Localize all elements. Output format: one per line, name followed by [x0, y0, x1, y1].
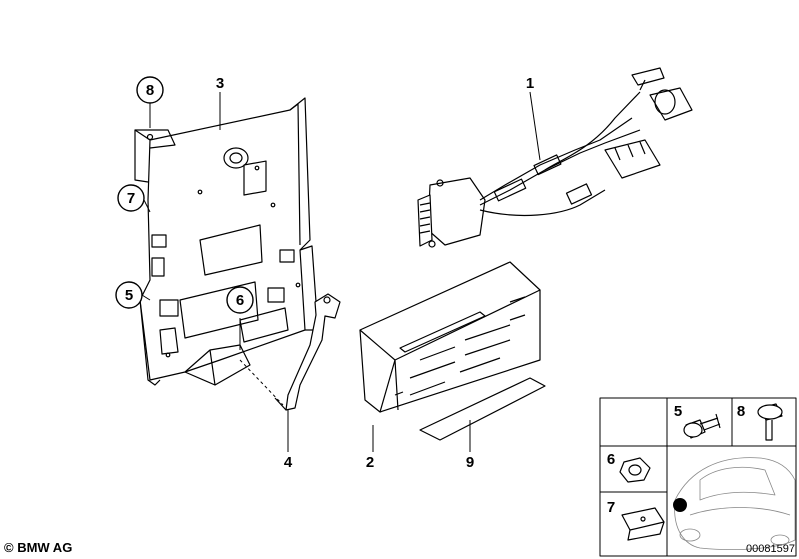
callout-3: 3: [216, 75, 224, 92]
mounting-bracket: [134, 97, 319, 386]
callout-circle-5: [115, 281, 143, 309]
callout-8: 8: [146, 82, 154, 99]
inset-label-bolt: 8: [737, 403, 745, 420]
screw-icon: [683, 413, 721, 439]
callout-circle-7: [117, 184, 145, 212]
leader-lines: [141, 91, 541, 452]
callout-1: 1: [526, 75, 534, 92]
callout-9: 9: [466, 454, 474, 471]
callout-6: 6: [236, 292, 244, 309]
location-marker: [673, 498, 687, 512]
callout-circle-6: [226, 286, 254, 314]
callout-2: 2: [366, 454, 374, 471]
adhesive-strip: [419, 377, 546, 441]
nut-icon: [619, 457, 651, 483]
car-outline-icon: [674, 457, 796, 550]
clip-icon: [621, 507, 665, 541]
support-strut: [274, 293, 341, 411]
callout-5: 5: [125, 287, 133, 304]
inset-label-screw: 5: [674, 403, 682, 420]
copyright-text: © BMW AG: [4, 540, 73, 555]
inset-label-nut: 6: [607, 451, 615, 468]
document-number: 00081597: [746, 543, 795, 555]
callout-circle-8: [136, 76, 164, 104]
wiring-harness: [417, 67, 693, 248]
bolt-icon: [757, 403, 783, 441]
control-unit: [359, 261, 541, 413]
callout-7: 7: [127, 190, 135, 207]
callout-4: 4: [284, 454, 293, 471]
inset-label-clip: 7: [607, 499, 615, 516]
